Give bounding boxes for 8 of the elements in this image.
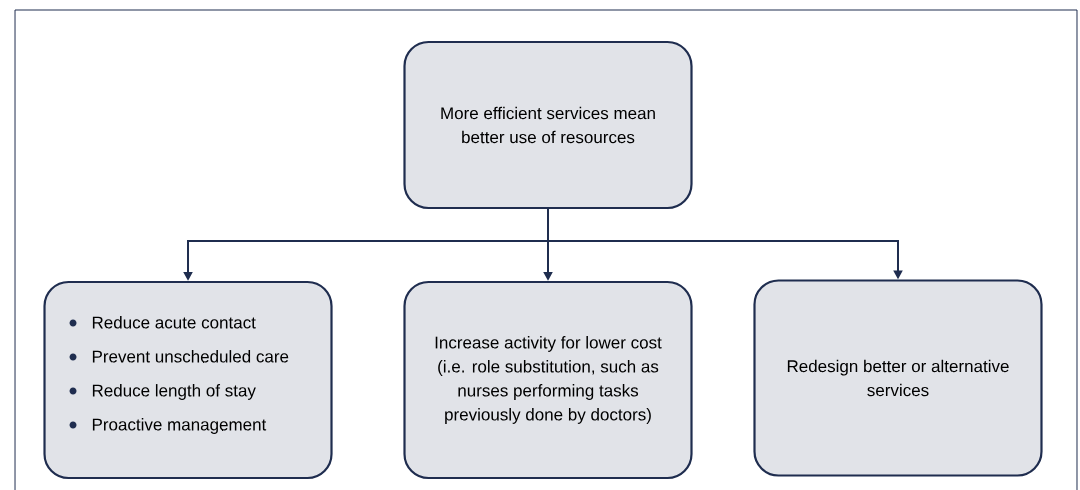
bullet-item: Reduce length of stay: [69, 384, 256, 400]
bullet-item: Prevent unscheduled care: [69, 350, 289, 363]
process-box: Redesign better or alternative services: [753, 279, 1043, 477]
process-box: More efficient services mean better use of resources: [403, 40, 693, 210]
bullet-item: Reduce acute contact: [69, 316, 256, 329]
bullet-item: Proactive management: [69, 418, 267, 434]
bullet-list-box: [43, 280, 333, 480]
process-box: Increase activity for lower cost (i.e. role substitution, such as nurses performing tasks previously done by doctors): [403, 280, 693, 480]
